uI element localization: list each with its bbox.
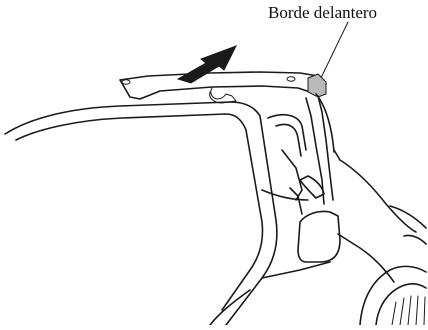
callout-leader-line	[318, 22, 348, 84]
rear-window-frame	[5, 102, 277, 325]
roof-panel	[120, 72, 326, 103]
car-body	[262, 150, 426, 325]
side-mirror	[298, 211, 340, 262]
roof-handle	[210, 88, 236, 103]
a-pillar	[306, 94, 334, 204]
front-edge-highlight	[308, 74, 326, 97]
front-edge-callout: Borde delantero	[268, 3, 377, 23]
cabin-interior	[262, 115, 324, 214]
